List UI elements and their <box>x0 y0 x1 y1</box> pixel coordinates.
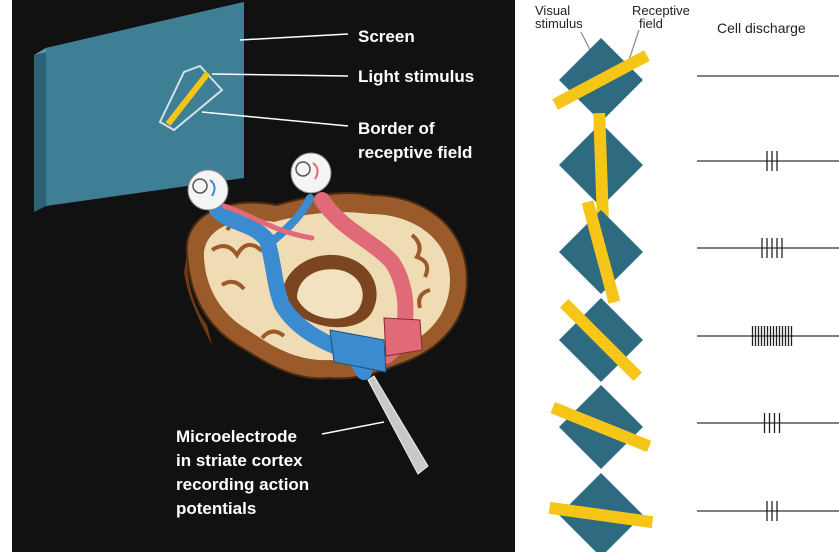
label-electrode-line3: recording action <box>176 474 309 496</box>
trials-svg <box>517 0 839 552</box>
label-electrode-line1: Microelectrode <box>176 426 297 448</box>
microelectrode <box>368 376 428 474</box>
label-electrode-line2: in striate cortex <box>176 450 303 472</box>
left-eye <box>188 170 228 210</box>
striate-cortex-red <box>384 318 422 356</box>
screen-side <box>34 48 46 212</box>
label-border-line2: receptive field <box>358 142 472 164</box>
trial-row-1 <box>552 38 839 122</box>
trial-row-3 <box>559 200 839 304</box>
leader-electrode <box>322 422 384 434</box>
trial-row-5 <box>551 385 839 469</box>
label-light-stimulus: Light stimulus <box>358 66 474 88</box>
label-border-line1: Border of <box>358 118 435 140</box>
leader-screen <box>240 34 348 40</box>
trial-row-4 <box>559 298 839 382</box>
trial-row-2 <box>559 113 839 217</box>
experiment-illustration: Screen Light stimulus Border of receptiv… <box>12 0 515 552</box>
label-electrode-line4: potentials <box>176 498 256 520</box>
trial-row-6 <box>549 473 839 552</box>
right-eye <box>291 153 331 193</box>
label-screen: Screen <box>358 26 415 48</box>
recording-results: Visual stimulus Receptive field Cell dis… <box>517 0 839 552</box>
